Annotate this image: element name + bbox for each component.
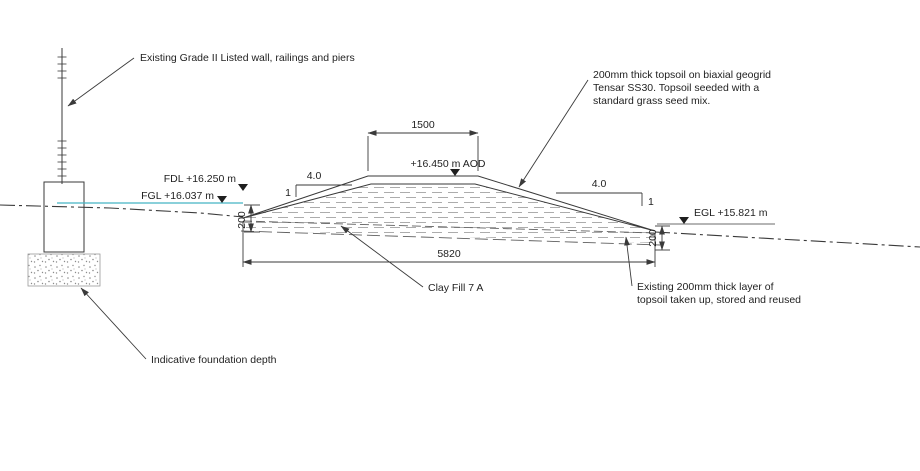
wall-body — [43, 181, 85, 253]
leader-line — [80, 287, 147, 360]
dim-base-width: 5820 — [242, 222, 656, 267]
fgl-level-triangle-icon — [217, 196, 227, 203]
topsoil-note-line-1: 200mm thick topsoil on biaxial geogrid — [593, 69, 771, 81]
stripped-topsoil-dashed-line — [240, 230, 661, 246]
topsoil-note-line-3: standard grass seed mix. — [593, 95, 710, 107]
slope-left-rise-value: 1 — [285, 187, 291, 199]
slope-right-run-value: 4.0 — [592, 178, 607, 190]
railing-post-ticks — [57, 56, 67, 177]
annotation-listed-wall: Existing Grade II Listed wall, railings … — [67, 52, 355, 107]
level-marker-fgl: FGL +16.037 m — [57, 190, 243, 204]
level-marker-crest-aod: +16.450 m AOD — [410, 158, 486, 176]
slope-indicator-right: 4.0 1 — [556, 178, 654, 208]
crest-level-label: +16.450 m AOD — [410, 158, 485, 170]
leader-line — [340, 225, 424, 288]
crest-level-triangle-icon — [450, 169, 460, 176]
existing-topsoil-line-1: Existing 200mm thick layer of — [637, 281, 774, 293]
annotation-clay-fill: Clay Fill 7 A — [340, 225, 483, 294]
clay-fill-label: Clay Fill 7 A — [428, 282, 483, 294]
existing-topsoil-line-2: topsoil taken up, stored and reused — [637, 294, 801, 306]
dim-crest-width: 1500 — [367, 119, 479, 171]
fdl-level-label: FDL +16.250 m — [164, 173, 237, 185]
leader-line — [518, 79, 589, 188]
existing-ground-line-left — [0, 204, 244, 218]
annotation-foundation-depth: Indicative foundation depth — [80, 287, 277, 366]
listed-wall-label: Existing Grade II Listed wall, railings … — [140, 52, 355, 64]
egl-level-triangle-icon — [679, 217, 689, 224]
dim-topsoil-left-value: 200 — [236, 211, 248, 229]
slope-right-rise-value: 1 — [648, 196, 654, 208]
listed-wall-group — [27, 48, 101, 287]
topsoil-band — [242, 175, 656, 232]
dim-topsoil-right-value: 200 — [647, 229, 659, 247]
topsoil-note-line-2: Tensar SS30. Topsoil seeded with a — [593, 82, 759, 94]
annotation-existing-topsoil: Existing 200mm thick layer of topsoil ta… — [624, 236, 801, 306]
dim-topsoil-left: 200 — [236, 204, 260, 233]
level-marker-fdl: FDL +16.250 m — [164, 173, 248, 191]
dim-topsoil-right: 200 — [647, 225, 670, 251]
egl-level-label: EGL +15.821 m — [694, 207, 768, 219]
foundation-depth-label: Indicative foundation depth — [151, 354, 277, 366]
foundation-block — [27, 253, 101, 287]
leader-line — [624, 236, 633, 287]
slope-left-run-value: 4.0 — [307, 170, 322, 182]
fdl-level-triangle-icon — [238, 184, 248, 191]
dim-base-width-value: 5820 — [437, 248, 461, 260]
level-marker-egl: EGL +15.821 m — [657, 207, 775, 225]
existing-ground-line-right — [654, 231, 920, 248]
leader-line — [67, 57, 135, 107]
fill-base-dashed-line — [242, 220, 656, 234]
slope-indicator-left: 4.0 1 — [285, 170, 352, 199]
fgl-level-label: FGL +16.037 m — [141, 190, 214, 202]
dim-crest-width-value: 1500 — [411, 119, 435, 131]
annotation-topsoil-note: 200mm thick topsoil on biaxial geogrid T… — [518, 69, 771, 188]
